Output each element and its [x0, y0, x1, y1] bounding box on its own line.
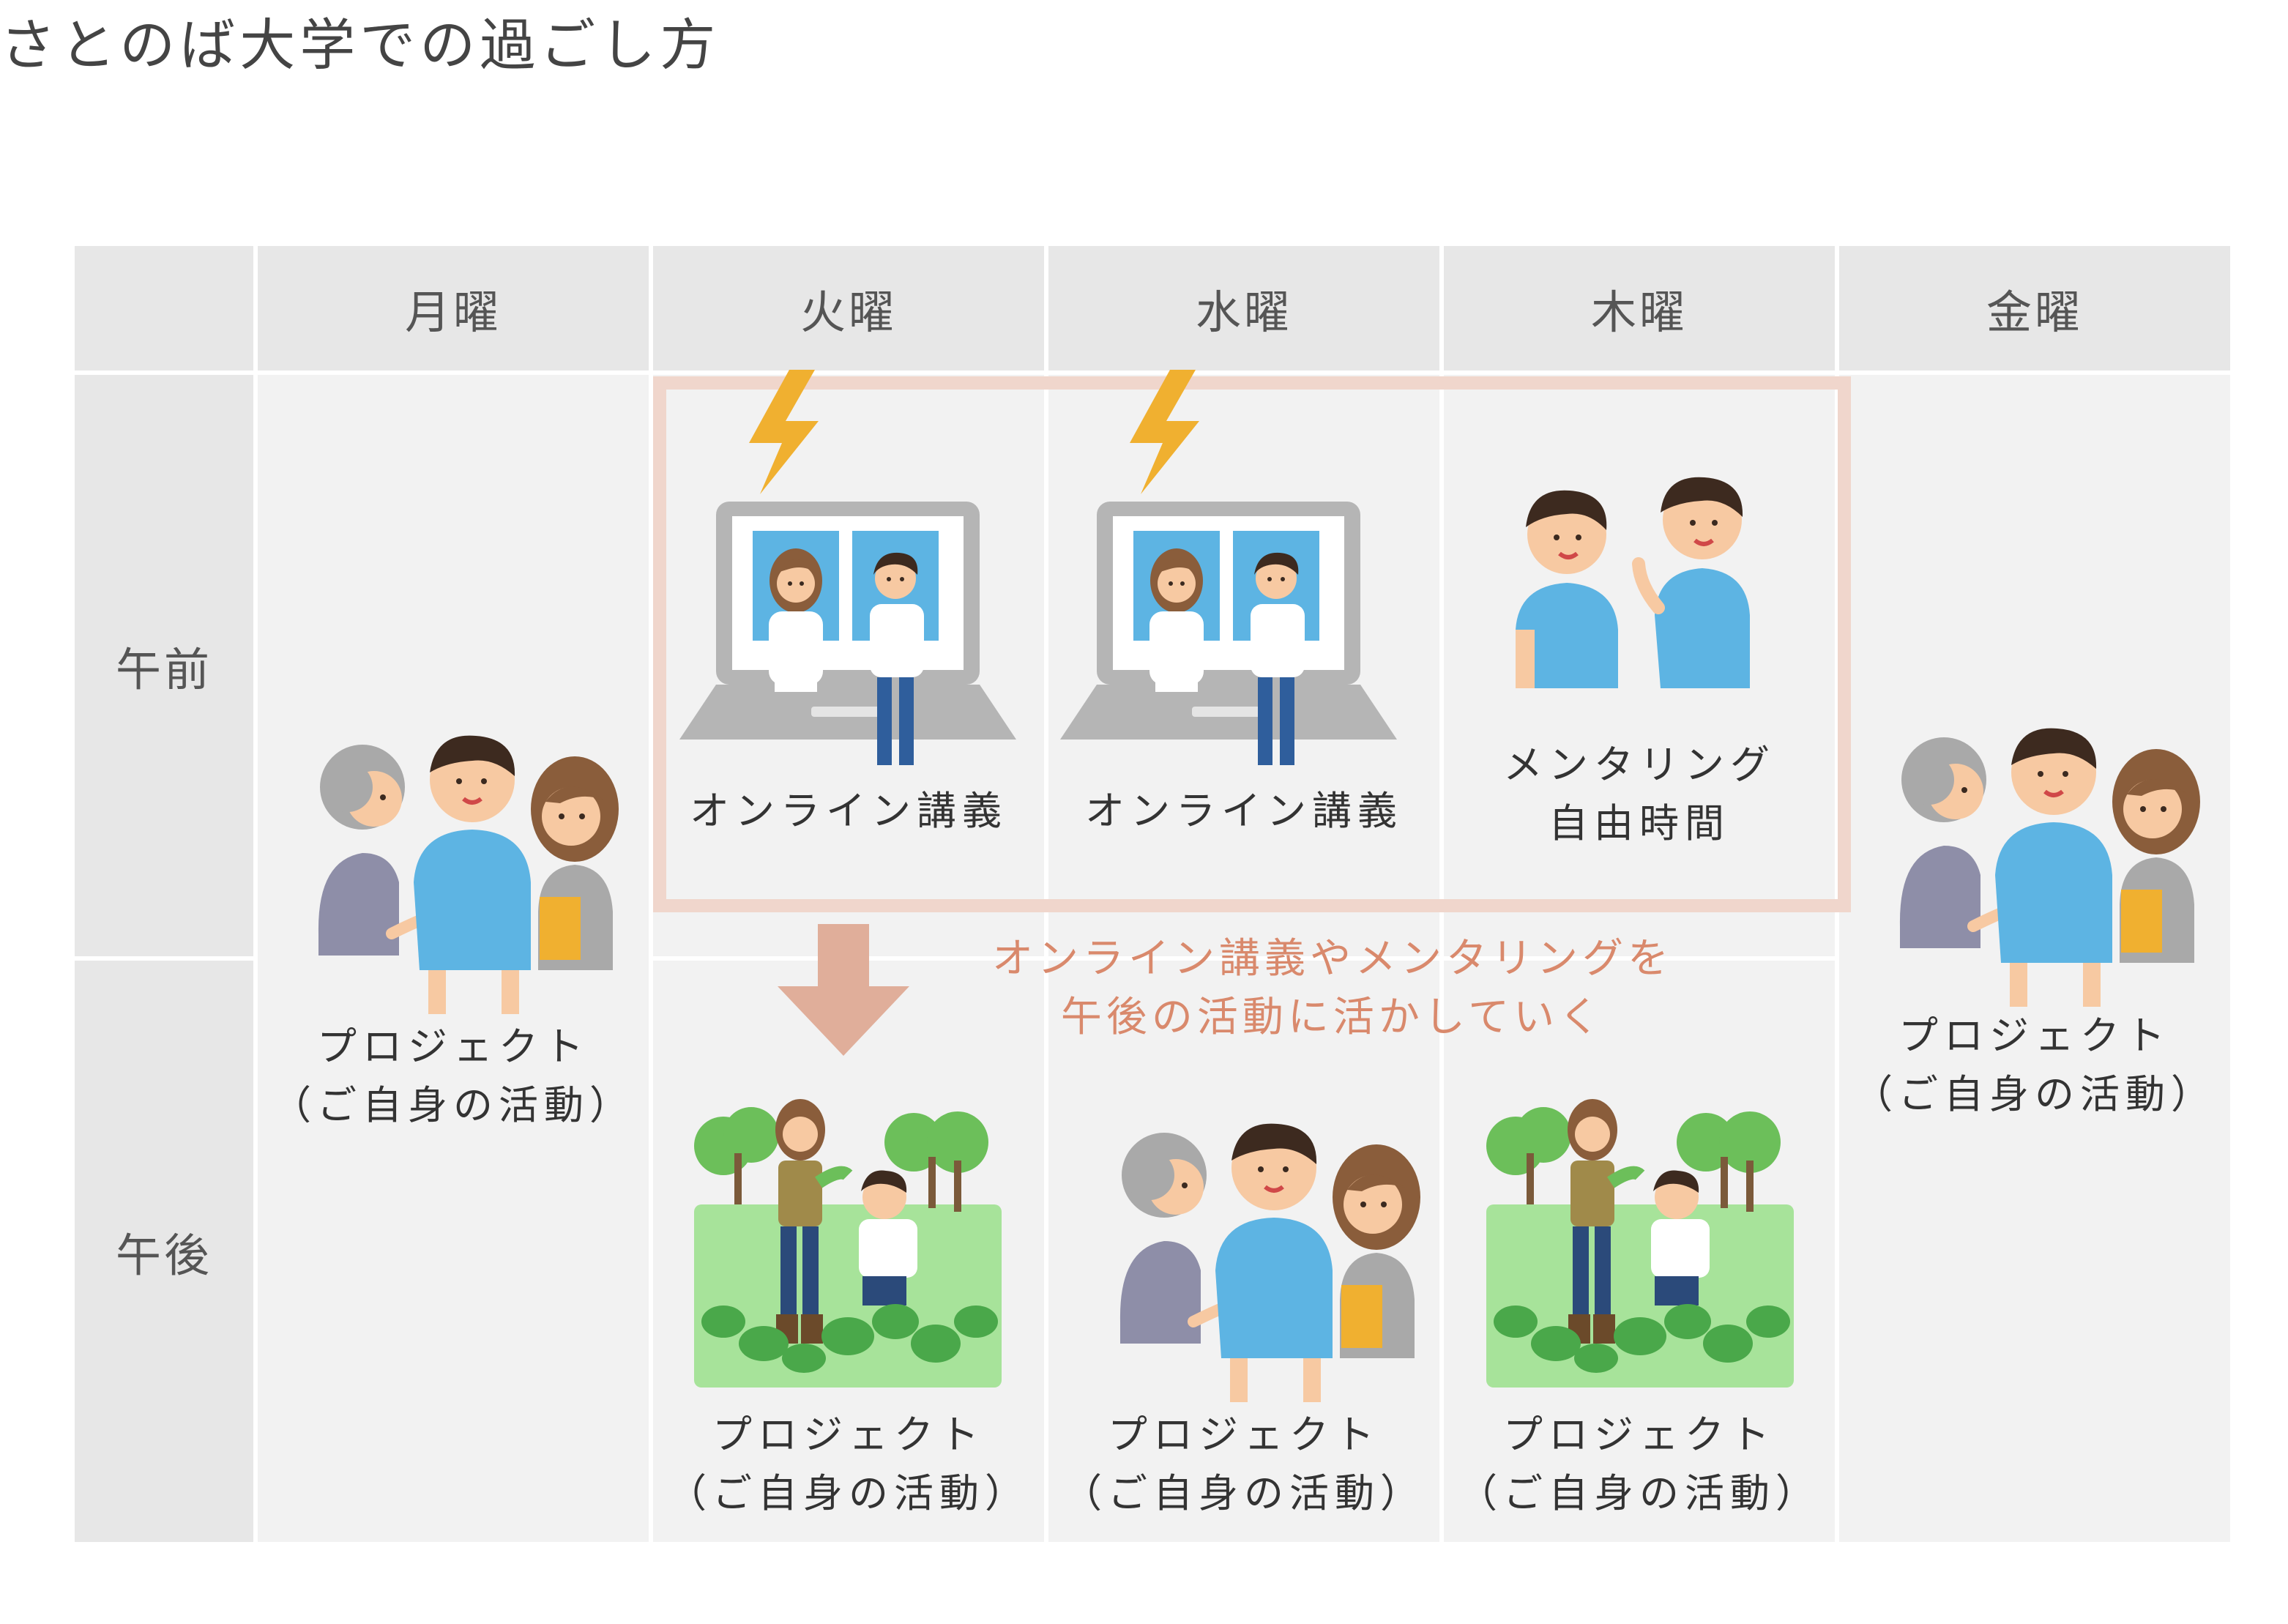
- day-header-wednesday: 水曜: [1048, 246, 1439, 370]
- thursday-mentoring-illustration: [1501, 476, 1765, 696]
- thursday-field-illustration: [1486, 1102, 1794, 1391]
- tuesday-laptop-illustration: [679, 370, 1016, 765]
- monday-activity-label: プロジェクト （ご自身の活動）: [272, 1024, 635, 1128]
- tuesday-morning-label: オンライン講義: [690, 788, 1007, 834]
- thursday-morning-label: メンタリング 自由時間: [1503, 742, 1775, 846]
- thursday-morning-cell: [1444, 375, 1835, 956]
- wednesday-group-illustration: [1098, 1124, 1420, 1409]
- online-highlight-frame: [653, 376, 1851, 912]
- day-header-monday: 月曜: [258, 246, 649, 370]
- tuesday-field-illustration: [694, 1102, 1002, 1391]
- corner-cell: [75, 246, 253, 370]
- day-header-tuesday: 火曜: [653, 246, 1044, 370]
- wednesday-laptop-illustration: [1060, 370, 1397, 765]
- day-header-friday: 金曜: [1839, 246, 2230, 370]
- period-label-afternoon: 午後: [75, 961, 253, 1542]
- friday-group-illustration: [1878, 729, 2200, 1014]
- connection-note: オンライン講義やメンタリングを 午後の活動に活かしていく: [992, 935, 1673, 1041]
- period-label-morning: 午前: [75, 375, 253, 956]
- thursday-afternoon-label: プロジェクト （ご自身の活動）: [1458, 1412, 1821, 1516]
- wednesday-morning-label: オンライン講義: [1085, 788, 1403, 834]
- day-header-thursday: 木曜: [1444, 246, 1835, 370]
- page-title: さとのば大学での過ごし方: [0, 12, 720, 78]
- monday-group-illustration: [297, 736, 619, 1021]
- friday-activity-label: プロジェクト （ご自身の活動）: [1853, 1013, 2216, 1117]
- tuesday-afternoon-label: プロジェクト （ご自身の活動）: [667, 1412, 1030, 1516]
- wednesday-afternoon-label: プロジェクト （ご自身の活動）: [1062, 1412, 1426, 1516]
- down-arrow-icon: [778, 924, 909, 1056]
